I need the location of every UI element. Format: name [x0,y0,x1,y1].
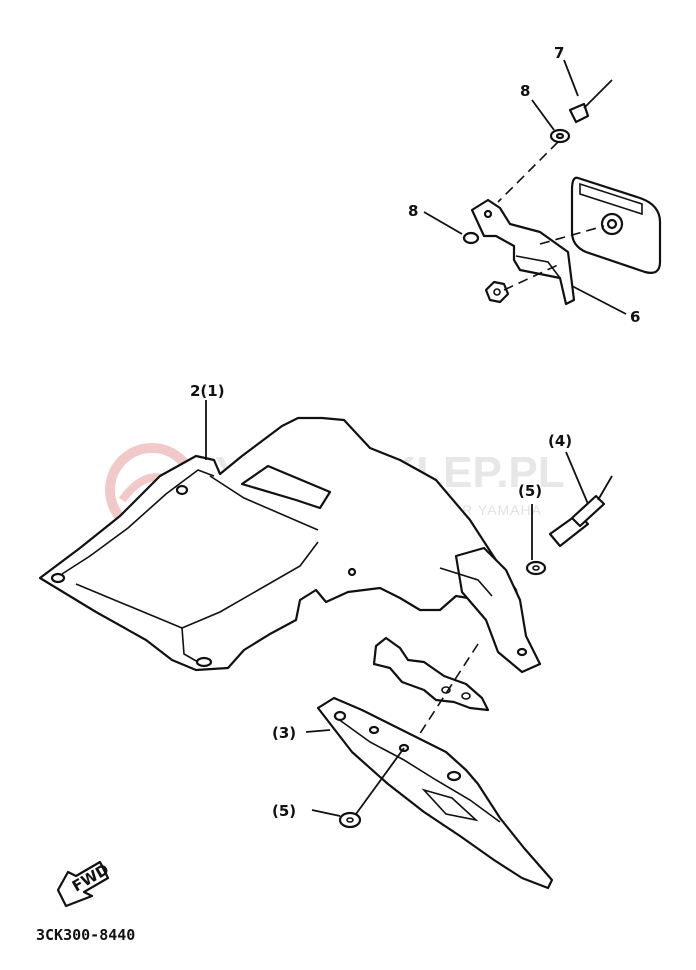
label-part-6: 6 [630,308,640,326]
fender-floor-right [181,627,199,663]
flap-group [305,696,554,890]
washer-5-bottom-hole [346,817,354,823]
rivet-4-body [570,494,606,528]
label-part-4: (4) [548,432,572,450]
light-bulb [606,218,618,230]
fender-floor-left [75,541,319,629]
washer-8-top-hole [555,132,565,140]
leader-5-bottom [311,809,341,817]
forward-arrow-icon: FWD [56,860,112,908]
washer-8-mid [462,231,480,245]
clip-hole-1 [441,686,451,694]
fender-rib [209,475,319,531]
leader-4 [565,451,589,505]
leader-8-mid [423,211,463,235]
fender-hole-top [175,484,189,496]
fender-mount-box [240,464,332,510]
flap-pocket [421,788,479,822]
license-bracket [470,198,576,306]
leader-7 [563,59,579,97]
fender-inner-edge [61,469,215,575]
clip-group [372,636,490,753]
hex-nut-hole [493,288,501,296]
rivet-4-group [525,451,613,576]
fwd-arrow-shape [56,860,110,908]
rivet-4-pin [597,475,613,501]
fender-hole-bottom [195,656,213,668]
rivet-7-pin [583,79,613,109]
label-part-3: (3) [272,724,296,742]
assembly-line-light [539,225,605,245]
label-part-5-right: (5) [518,482,542,500]
bracket-hole [483,209,493,219]
fender-hole-mid [347,567,357,577]
label-part-7: 7 [554,44,564,62]
rear-fender-group [38,400,542,674]
flap-ridge [333,715,501,823]
license-plate-light-group [423,59,662,315]
fender-tail-slot [439,567,493,597]
leader-3 [305,729,331,733]
fender-hole-tail [516,647,528,657]
flap-hole-2 [368,725,380,735]
flap-hole-4 [446,770,462,782]
license-plate-light-lens [579,182,643,216]
label-part-8-top: 8 [520,82,530,100]
leader-8-top [531,99,555,131]
hex-nut [484,280,510,304]
label-part-5-bottom: (5) [272,802,296,820]
washer-5-right-hole [532,565,540,571]
label-part-8-mid: 8 [408,202,418,220]
assembly-line-washer [355,747,405,815]
washer-5-bottom [338,811,362,829]
assembly-line-nut [503,263,561,291]
washer-5-right [525,560,547,576]
assembly-line-clip [407,643,479,753]
rivet-7 [568,102,590,124]
flap-hole-1 [333,710,347,722]
fwd-arrow-label: FWD [69,860,112,895]
clip-hole-2 [461,692,471,700]
spring-clip [372,636,490,712]
diagram-code: 3CK300-8440 [36,926,135,944]
assembly-line-top [497,141,559,203]
label-part-2-1: 2(1) [190,382,225,400]
bracket-flange [515,255,561,279]
leader-6 [571,285,627,315]
fender-hole-left [50,572,66,584]
